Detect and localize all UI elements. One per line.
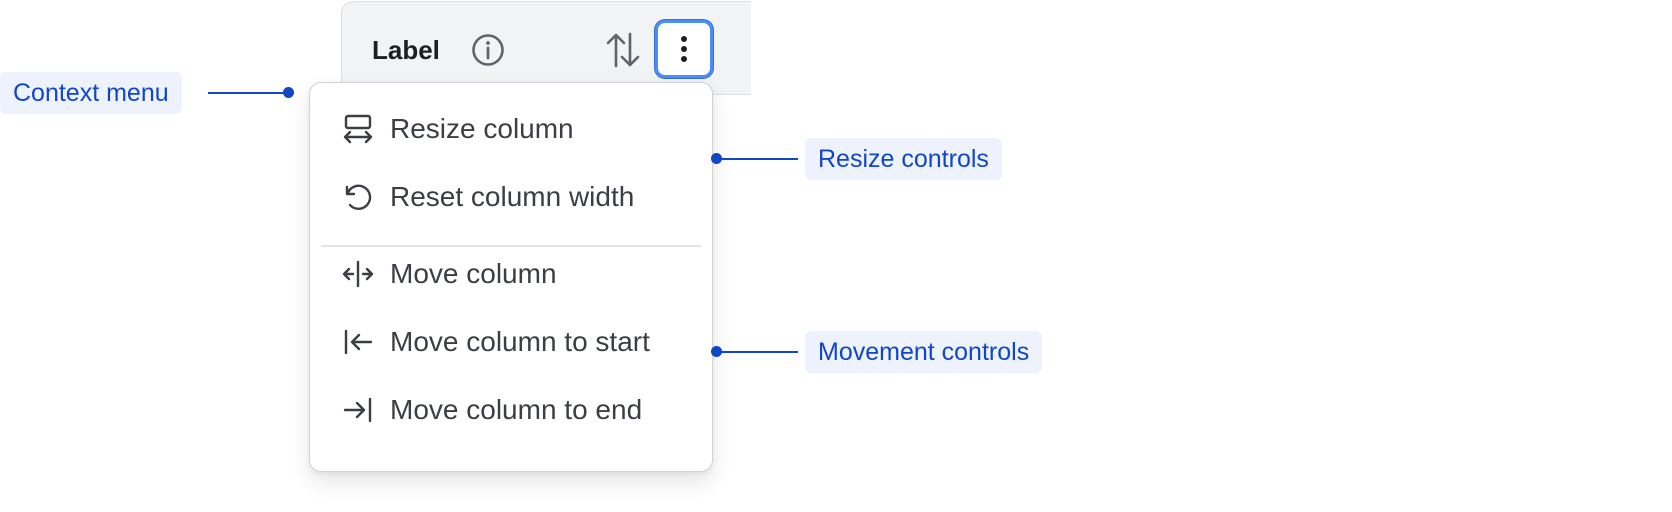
more-vertical-icon xyxy=(681,36,687,62)
menu-item-resize-column[interactable]: Resize column xyxy=(310,98,712,158)
menu-item-label: Move column xyxy=(390,258,557,289)
annotation-dot xyxy=(283,87,294,98)
menu-item-move-column-to-end[interactable]: Move column to end xyxy=(310,379,712,439)
move-to-start-icon xyxy=(342,326,374,358)
annotation-movement-controls: Movement controls xyxy=(805,331,1043,373)
menu-divider xyxy=(321,245,701,247)
annotation-connector xyxy=(716,351,798,353)
reset-icon xyxy=(342,181,374,213)
menu-item-label: Move column to end xyxy=(390,394,643,425)
menu-item-move-column-to-start[interactable]: Move column to start xyxy=(310,311,712,371)
context-menu: Resize column Reset column width Move co… xyxy=(309,82,713,472)
column-header-label: Label xyxy=(372,35,440,65)
annotation-resize-controls: Resize controls xyxy=(805,138,1002,180)
annotation-context-menu: Context menu xyxy=(0,72,182,114)
menu-item-label: Reset column width xyxy=(390,181,635,212)
menu-item-move-column[interactable]: Move column xyxy=(310,243,712,303)
column-menu-button[interactable] xyxy=(655,20,713,78)
menu-item-reset-column-width[interactable]: Reset column width xyxy=(310,166,712,226)
menu-item-label: Move column to start xyxy=(390,326,650,357)
menu-item-label: Resize column xyxy=(390,113,574,144)
annotation-connector xyxy=(716,158,798,160)
move-column-icon xyxy=(342,258,374,290)
annotation-connector xyxy=(208,92,288,94)
sort-icon[interactable] xyxy=(604,30,642,70)
column-header: Label xyxy=(341,1,751,95)
move-to-end-icon xyxy=(342,394,374,426)
resize-column-icon xyxy=(342,113,374,145)
info-icon[interactable] xyxy=(470,32,506,68)
